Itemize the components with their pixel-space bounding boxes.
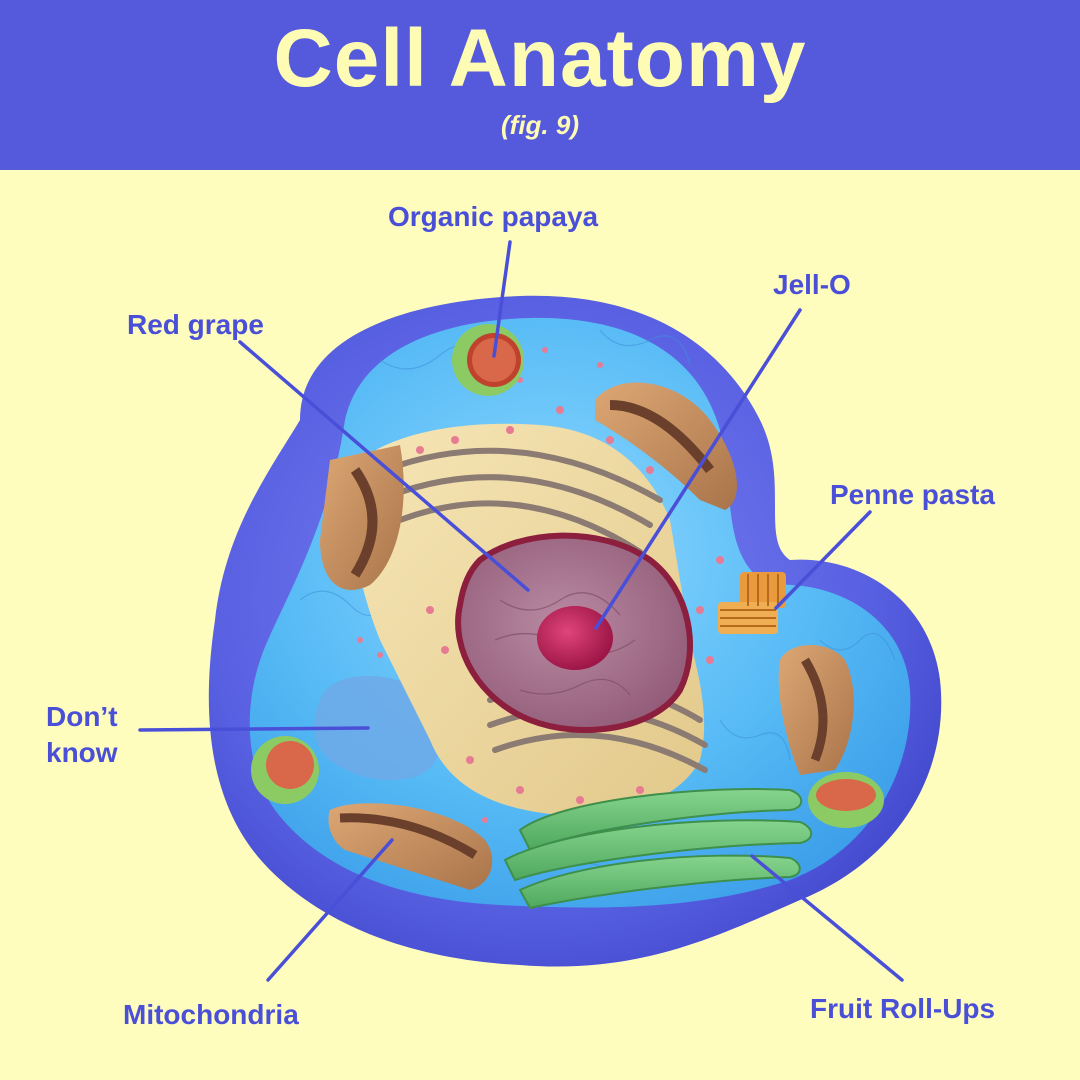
leader-lines <box>138 240 904 982</box>
nucleolus <box>537 606 613 670</box>
ribosomes <box>357 347 724 823</box>
label-jell-o: Jell-O <box>773 269 851 300</box>
lysosome-top <box>452 324 524 396</box>
mitochondrion-right <box>778 645 854 775</box>
centrosome <box>718 572 786 634</box>
label-organic-papaya: Organic papaya <box>388 201 599 232</box>
lysosome-left <box>251 736 319 804</box>
label-fruit-roll-ups: Fruit Roll-Ups <box>810 993 996 1024</box>
lysosome-right <box>808 772 884 828</box>
mitochondrion-top-right <box>595 382 737 510</box>
mitochondrion-left <box>320 445 404 590</box>
page-title: Cell Anatomy <box>273 13 807 104</box>
label-mitochondria: Mitochondria <box>123 999 299 1030</box>
label-penne-pasta: Penne pasta <box>830 479 995 510</box>
label-red-grape: Red grape <box>127 309 264 340</box>
golgi-apparatus <box>503 788 813 910</box>
label-dont-know-line1: Don’t <box>46 701 118 732</box>
mitochondrion-bottom <box>328 803 493 890</box>
header-banner: Cell Anatomy (fig. 9) <box>0 0 1080 170</box>
label-dont-know-line2: know <box>46 737 118 768</box>
vacuole <box>314 676 443 781</box>
figure-number: (fig. 9) <box>501 110 579 140</box>
